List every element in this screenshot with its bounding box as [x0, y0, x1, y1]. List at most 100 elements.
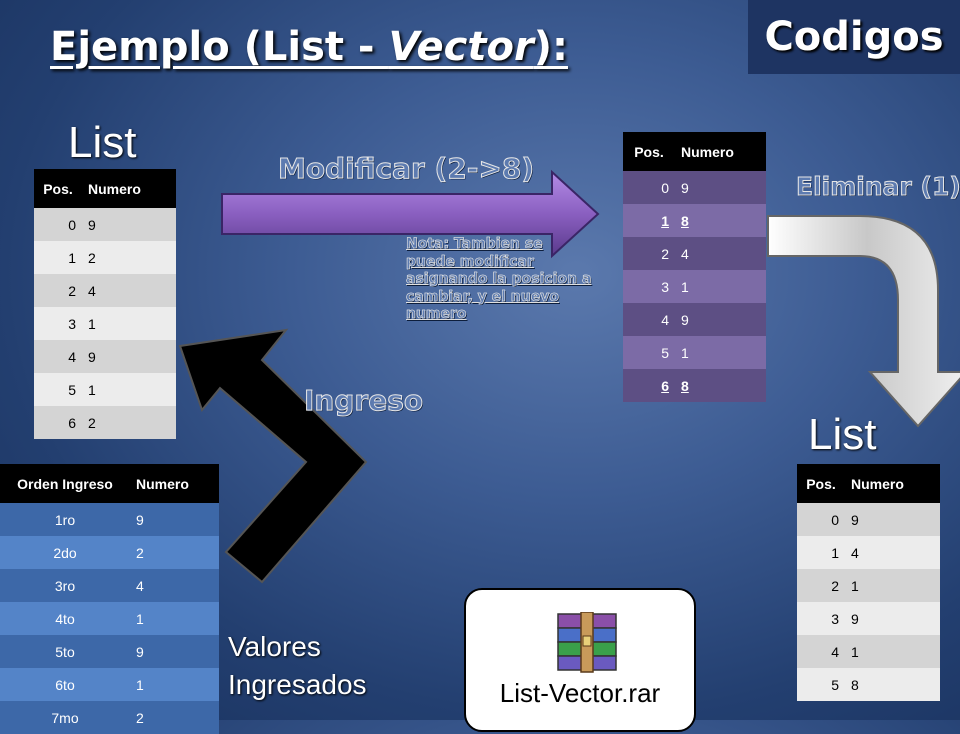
- numero-cell: 1: [130, 668, 219, 701]
- orden-cell: 3ro: [0, 569, 130, 602]
- pos-cell: 6: [34, 406, 82, 439]
- pos-cell: 4: [623, 303, 675, 336]
- modificar-arrow: [221, 169, 600, 259]
- modify-note: Nota: Tambien se puede modificar asignan…: [406, 236, 592, 323]
- pos-cell: 5: [623, 336, 675, 369]
- header-pos: Pos.: [623, 132, 675, 171]
- pos-cell: 0: [623, 171, 675, 204]
- header-numero: Numero: [675, 132, 766, 171]
- numero-cell: 1: [845, 635, 940, 668]
- numero-cell: 9: [845, 602, 940, 635]
- valores-ingresados-label: Valores Ingresados: [228, 628, 367, 704]
- numero-cell: 9: [130, 503, 219, 536]
- numero-cell: 1: [82, 307, 176, 340]
- orden-cell: 4to: [0, 602, 130, 635]
- numero-cell: 9: [82, 208, 176, 241]
- numero-cell: 4: [845, 536, 940, 569]
- list-label-top: List: [68, 118, 137, 167]
- pos-cell: 1: [34, 241, 82, 274]
- ingreso-label: Ingreso: [303, 384, 424, 418]
- numero-cell: 8: [675, 369, 766, 402]
- numero-cell: 9: [82, 340, 176, 373]
- pos-cell: 6: [623, 369, 675, 402]
- numero-cell: 1: [130, 602, 219, 635]
- pos-cell: 3: [797, 602, 845, 635]
- header-pos: Pos.: [797, 464, 845, 503]
- rar-archive-icon: [557, 612, 617, 673]
- rar-file-link[interactable]: List-Vector.rar: [464, 588, 696, 732]
- eliminar-arrow: [767, 215, 960, 428]
- orden-cell: 1ro: [0, 503, 130, 536]
- pos-cell: 5: [797, 668, 845, 701]
- numero-cell: 9: [845, 503, 940, 536]
- orden-cell: 7mo: [0, 701, 130, 734]
- list-label-bottom: List: [808, 410, 877, 459]
- pos-cell: 2: [623, 237, 675, 270]
- header-orden: Orden Ingreso: [0, 464, 130, 503]
- numero-cell: 9: [130, 635, 219, 668]
- pos-cell: 3: [34, 307, 82, 340]
- pos-cell: 1: [623, 204, 675, 237]
- header-numero: Numero: [130, 464, 219, 503]
- pos-cell: 4: [34, 340, 82, 373]
- pos-cell: 3: [623, 270, 675, 303]
- orden-cell: 2do: [0, 536, 130, 569]
- codigos-tab[interactable]: Codigos: [748, 0, 960, 74]
- ingreso-arrow: [178, 328, 368, 584]
- numero-cell: 1: [845, 569, 940, 602]
- modificar-label: Modificar (2->8): [277, 152, 535, 186]
- numero-cell: 2: [82, 406, 176, 439]
- pos-cell: 1: [797, 536, 845, 569]
- numero-cell: 4: [130, 569, 219, 602]
- orden-cell: 5to: [0, 635, 130, 668]
- numero-cell: 1: [82, 373, 176, 406]
- valores-line-1: Valores: [228, 631, 321, 662]
- pos-cell: 0: [34, 208, 82, 241]
- numero-cell: 8: [845, 668, 940, 701]
- pos-cell: 0: [797, 503, 845, 536]
- numero-cell: 9: [675, 171, 766, 204]
- pos-cell: 4: [797, 635, 845, 668]
- numero-cell: 2: [82, 241, 176, 274]
- numero-cell: 8: [675, 204, 766, 237]
- numero-cell: 1: [675, 336, 766, 369]
- pos-cell: 2: [797, 569, 845, 602]
- numero-cell: 2: [130, 536, 219, 569]
- valores-line-2: Ingresados: [228, 669, 367, 700]
- numero-cell: 1: [675, 270, 766, 303]
- numero-cell: 4: [82, 274, 176, 307]
- header-pos: Pos.: [34, 169, 82, 208]
- rar-file-name: List-Vector.rar: [499, 678, 661, 708]
- pos-cell: 2: [34, 274, 82, 307]
- numero-cell: 9: [675, 303, 766, 336]
- header-numero: Numero: [845, 464, 940, 503]
- pos-cell: 5: [34, 373, 82, 406]
